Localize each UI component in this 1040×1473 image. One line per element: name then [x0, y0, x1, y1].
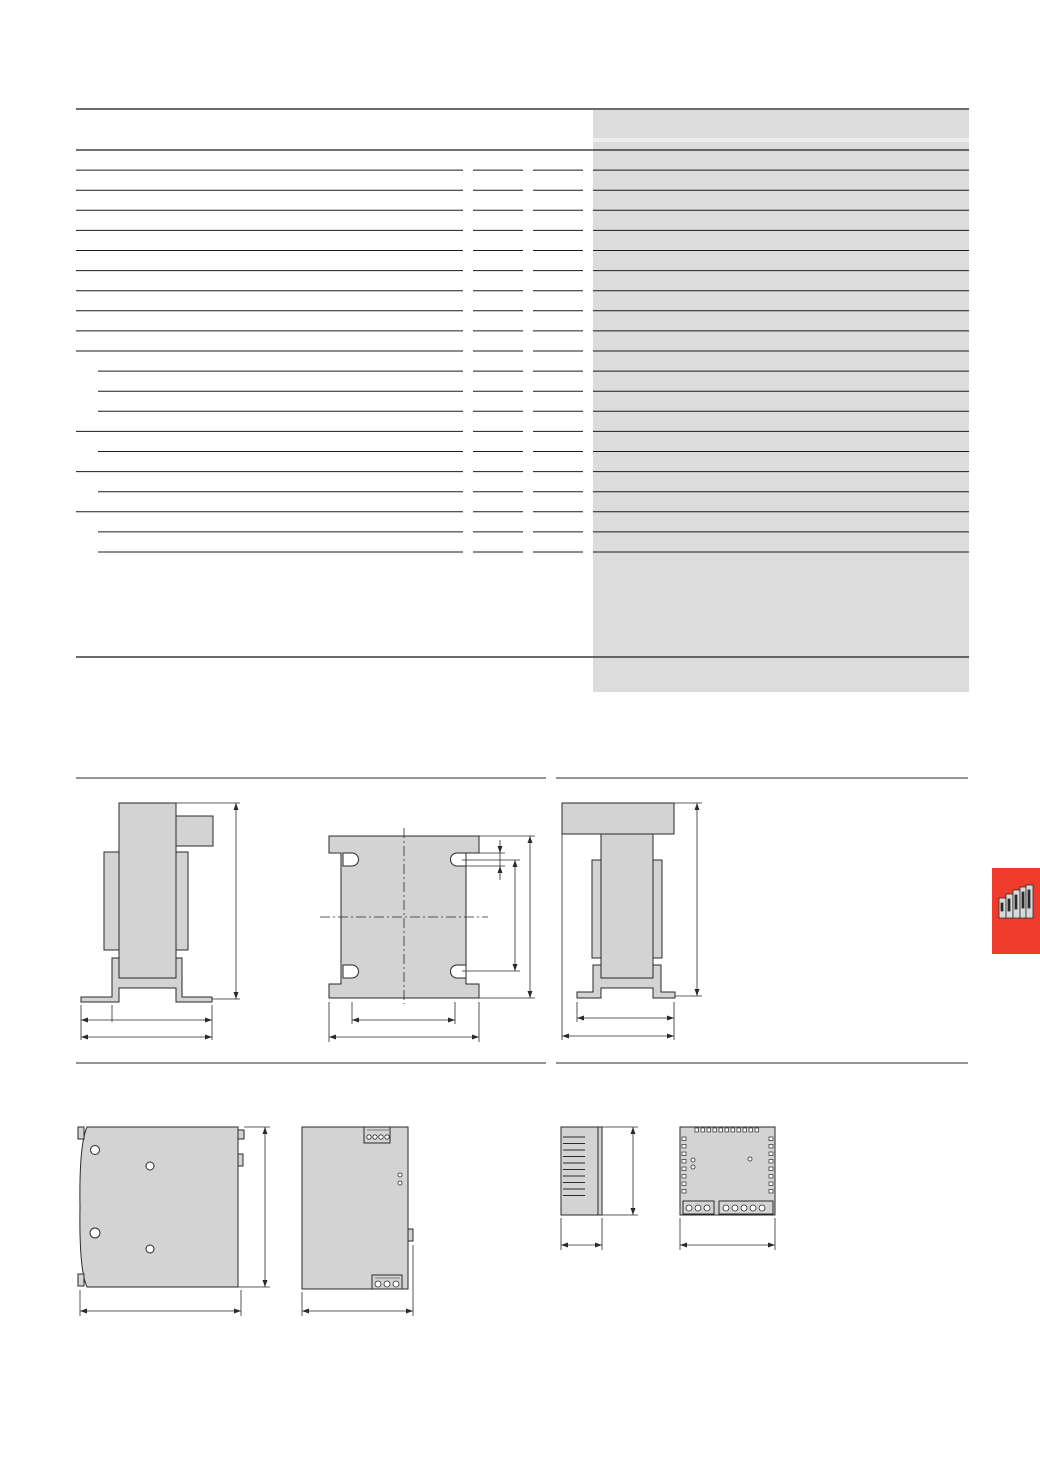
- section-rules: [76, 777, 968, 1064]
- transformer-side-view: [80, 802, 240, 1040]
- power-supply-front-view: [301, 1126, 414, 1316]
- shaded-value-column: [593, 110, 969, 692]
- section-side-tab: [992, 868, 1040, 954]
- module-side-view: [560, 1126, 638, 1250]
- table-row-rules: [76, 169, 969, 553]
- shaded-column-header-gap: [593, 138, 969, 142]
- transformer-front-view: [561, 802, 702, 1040]
- power-supply-side-view: [77, 1126, 270, 1316]
- spec-table: [76, 108, 969, 692]
- mounting-plate-view: [320, 828, 535, 1042]
- module-front-view: [679, 1126, 776, 1250]
- plc-rack-icon: [998, 884, 1034, 919]
